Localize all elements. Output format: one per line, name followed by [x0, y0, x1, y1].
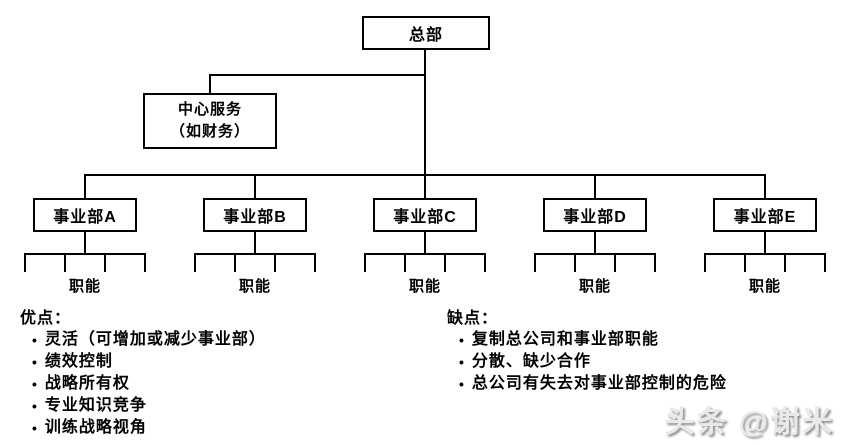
connector-central-service-drop-line: [209, 76, 211, 93]
node-division-e-label: 事业部E: [733, 209, 797, 226]
node-division-b: 事业部B: [203, 198, 307, 232]
advantage-item-text: 专业知识竞争: [44, 397, 147, 414]
node-division-e: 事业部E: [713, 198, 817, 232]
division-c-functions-stem-line: [424, 232, 426, 253]
division-c-functions-label: 职能: [408, 278, 441, 295]
division-group-d: 事业部D 职能: [534, 174, 656, 306]
connector-central-service-horizontal-line: [209, 74, 426, 76]
division-e-function-tick: [704, 253, 706, 272]
bullet-icon: •: [459, 354, 465, 370]
division-b-stem-line: [254, 174, 256, 198]
division-c-stem-line: [424, 174, 426, 198]
node-division-a-label: 事业部A: [53, 209, 117, 226]
division-d-function-tick: [574, 253, 576, 272]
division-b-functions-bar-line: [194, 253, 316, 255]
division-b-function-tick: [234, 253, 236, 272]
node-headquarters-label: 总部: [408, 27, 443, 44]
division-e-function-tick: [784, 253, 786, 272]
division-b-function-tick: [274, 253, 276, 272]
division-a-function-tick: [104, 253, 106, 272]
node-division-c: 事业部C: [373, 198, 477, 232]
bullet-icon: •: [32, 376, 38, 392]
division-c-function-tick: [364, 253, 366, 272]
division-c-function-tick: [404, 253, 406, 272]
division-e-function-tick: [744, 253, 746, 272]
bullet-icon: •: [459, 332, 465, 348]
division-a-stem-line: [84, 174, 86, 198]
bullet-icon: •: [32, 354, 38, 370]
node-central-services-label-line2: （如财务）: [169, 123, 250, 140]
disadvantages-list: 缺点： • 复制总公司和事业部职能 • 分散、缺少合作 • 总公司有失去对事业部…: [447, 309, 727, 395]
watermark-toutiao: 头条 @谢米: [664, 406, 834, 439]
division-c-functions-bar-line: [364, 253, 486, 255]
division-e-functions-bar-line: [704, 253, 826, 255]
division-d-functions-stem-line: [594, 232, 596, 253]
node-central-services-label-line1: 中心服务: [177, 101, 242, 119]
node-division-a: 事业部A: [33, 198, 137, 232]
division-group-e: 事业部E 职能: [704, 174, 826, 306]
list-item: • 训练战略视角: [20, 417, 266, 439]
list-item: • 战略所有权: [20, 373, 266, 395]
division-d-function-tick: [654, 253, 656, 272]
division-b-functions-stem-line: [254, 232, 256, 253]
bullet-icon: •: [32, 332, 38, 348]
division-d-functions-bar-line: [534, 253, 656, 255]
division-e-stem-line: [764, 174, 766, 198]
list-item: • 总公司有失去对事业部控制的危险: [447, 373, 727, 395]
node-division-c-label: 事业部C: [393, 209, 457, 226]
bullet-icon: •: [32, 398, 38, 414]
node-division-b-label: 事业部B: [223, 209, 287, 226]
division-d-stem-line: [594, 174, 596, 198]
division-d-function-tick: [534, 253, 536, 272]
division-c-function-tick: [484, 253, 486, 272]
list-item: • 灵活（可增加或减少事业部）: [20, 329, 266, 351]
division-b-functions-label: 职能: [238, 278, 271, 295]
node-central-services: 中心服务 （如财务）: [143, 93, 277, 149]
node-headquarters: 总部: [362, 16, 490, 50]
division-a-functions-label: 职能: [68, 278, 101, 295]
division-c-function-tick: [444, 253, 446, 272]
advantages-title: 优点：: [20, 310, 72, 327]
division-a-function-tick: [144, 253, 146, 272]
advantage-item-text: 训练战略视角: [44, 419, 147, 436]
division-a-function-tick: [64, 253, 66, 272]
disadvantages-title: 缺点：: [447, 310, 499, 327]
division-a-functions-stem-line: [84, 232, 86, 253]
division-e-functions-label: 职能: [748, 278, 781, 295]
list-item: • 分散、缺少合作: [447, 351, 727, 373]
disadvantage-item-text: 总公司有失去对事业部控制的危险: [471, 375, 727, 392]
advantages-list: 优点： • 灵活（可增加或减少事业部） • 绩效控制 • 战略所有权 • 专业知…: [20, 309, 266, 439]
disadvantage-item-text: 复制总公司和事业部职能: [471, 331, 659, 348]
division-e-function-tick: [824, 253, 826, 272]
bullet-icon: •: [32, 420, 38, 436]
disadvantage-item-text: 分散、缺少合作: [471, 353, 591, 370]
division-group-b: 事业部B 职能: [194, 174, 316, 306]
division-group-c: 事业部C 职能: [364, 174, 486, 306]
division-b-function-tick: [194, 253, 196, 272]
connector-hq-vertical-line: [424, 50, 426, 176]
division-d-functions-label: 职能: [578, 278, 611, 295]
advantage-item-text: 战略所有权: [44, 375, 130, 392]
division-a-functions-bar-line: [24, 253, 146, 255]
list-item: • 专业知识竞争: [20, 395, 266, 417]
division-a-function-tick: [24, 253, 26, 272]
division-d-function-tick: [614, 253, 616, 272]
bullet-icon: •: [459, 376, 465, 392]
division-group-a: 事业部A 职能: [24, 174, 146, 306]
advantage-item-text: 绩效控制: [44, 353, 113, 370]
division-e-functions-stem-line: [764, 232, 766, 253]
node-division-d-label: 事业部D: [563, 209, 627, 226]
node-division-d: 事业部D: [543, 198, 647, 232]
list-item: • 复制总公司和事业部职能: [447, 329, 727, 351]
division-b-function-tick: [314, 253, 316, 272]
list-item: • 绩效控制: [20, 351, 266, 373]
advantage-item-text: 灵活（可增加或减少事业部）: [44, 331, 266, 348]
